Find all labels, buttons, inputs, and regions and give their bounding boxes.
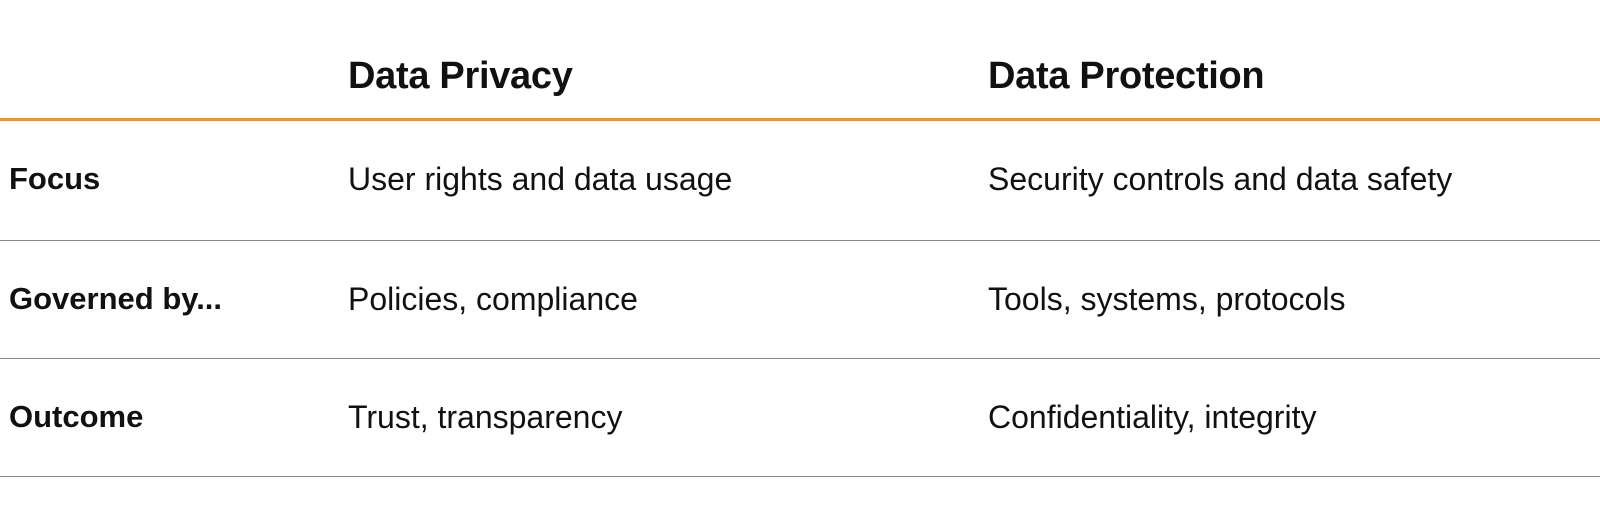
cell-privacy-outcome: Trust, transparency bbox=[348, 399, 623, 435]
row-label-focus: Focus bbox=[9, 161, 101, 196]
table-header-row: Data Privacy Data Protection bbox=[0, 0, 1600, 121]
cell-protection-outcome: Confidentiality, integrity bbox=[988, 399, 1317, 435]
table-row: Focus User rights and data usage Securit… bbox=[0, 121, 1600, 241]
column-header-data-privacy: Data Privacy bbox=[348, 55, 573, 97]
column-header-data-protection: Data Protection bbox=[988, 55, 1265, 97]
table-row: Governed by... Policies, compliance Tool… bbox=[0, 241, 1600, 359]
table-row: Outcome Trust, transparency Confidential… bbox=[0, 359, 1600, 477]
row-label-outcome: Outcome bbox=[9, 399, 144, 434]
cell-protection-governed-by: Tools, systems, protocols bbox=[988, 281, 1346, 317]
comparison-table: Data Privacy Data Protection Focus User … bbox=[0, 0, 1600, 477]
cell-privacy-governed-by: Policies, compliance bbox=[348, 281, 638, 317]
cell-protection-focus: Security controls and data safety bbox=[988, 161, 1453, 197]
row-label-governed-by: Governed by... bbox=[9, 281, 223, 316]
cell-privacy-focus: User rights and data usage bbox=[348, 161, 733, 197]
